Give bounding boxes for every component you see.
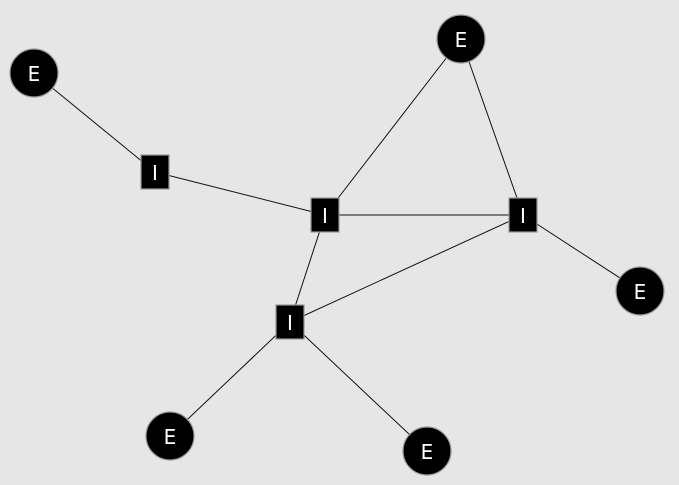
node-label: E — [164, 425, 177, 449]
internal-node-square — [310, 197, 340, 233]
external-node-circle — [615, 266, 665, 316]
internal-node-i4: I — [275, 304, 305, 340]
node-label: E — [28, 62, 41, 86]
node-label: I — [520, 204, 526, 228]
internal-node-square — [275, 304, 305, 340]
internal-node-square — [508, 197, 538, 233]
internal-node-square — [140, 154, 170, 190]
edge-i2-i4 — [289, 214, 326, 323]
internal-node-i3: I — [508, 197, 538, 233]
external-node-circle — [145, 411, 195, 461]
node-label: E — [455, 28, 468, 52]
node-label: E — [634, 280, 647, 304]
edge-i3-i4 — [289, 214, 524, 323]
edge-i4-e5 — [289, 321, 428, 452]
external-node-e3: E — [615, 266, 665, 316]
edge-i4-e4 — [169, 321, 291, 437]
external-node-e5: E — [402, 426, 452, 476]
edge-i2-e2 — [324, 38, 462, 216]
internal-node-i2: I — [310, 197, 340, 233]
node-label: I — [322, 204, 328, 228]
internal-node-i1: I — [140, 154, 170, 190]
node-label: I — [287, 311, 293, 335]
external-node-circle — [402, 426, 452, 476]
external-node-e4: E — [145, 411, 195, 461]
external-node-e1: E — [9, 48, 59, 98]
external-node-e2: E — [436, 14, 486, 64]
edge-e2-i3 — [460, 38, 524, 216]
external-node-circle — [9, 48, 59, 98]
edge-e1-i1 — [33, 72, 156, 173]
node-label: I — [152, 161, 158, 185]
node-label: E — [421, 440, 434, 464]
node-layer: E E E E E I I I I — [9, 14, 665, 476]
edge-i1-i2 — [154, 171, 326, 216]
external-node-circle — [436, 14, 486, 64]
edge-layer — [33, 38, 641, 452]
